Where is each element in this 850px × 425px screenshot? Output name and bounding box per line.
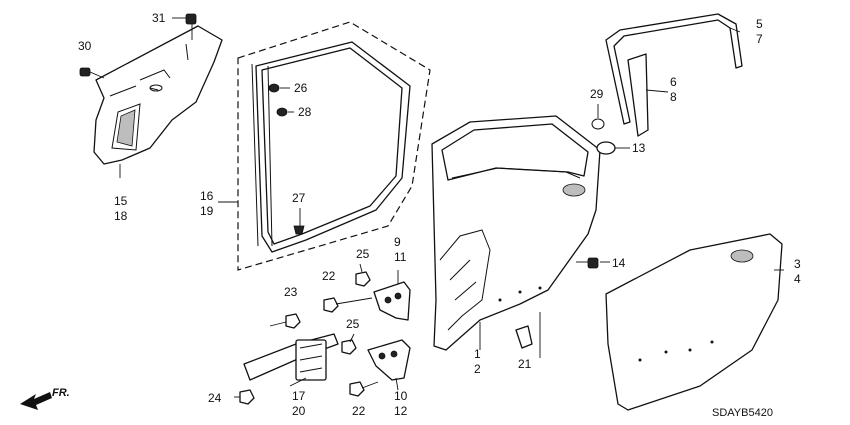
clip-27 bbox=[293, 225, 305, 235]
nut-25-upper bbox=[355, 271, 371, 287]
callout-22-upper: 22 bbox=[322, 269, 336, 283]
rear-door-outer-skin bbox=[605, 233, 783, 411]
callout-31: 31 bbox=[152, 11, 166, 25]
callout-23: 23 bbox=[284, 285, 298, 299]
callout-25-upper: 25 bbox=[356, 247, 370, 261]
direction-arrow-icon bbox=[20, 392, 52, 410]
grommet-13 bbox=[596, 141, 616, 155]
clip-14 bbox=[576, 257, 599, 269]
callout-9: 9 bbox=[394, 235, 401, 249]
callout-12: 12 bbox=[394, 404, 408, 418]
callout-13: 13 bbox=[632, 141, 646, 155]
door-weatherstrip bbox=[251, 41, 411, 253]
callout-6: 6 bbox=[670, 75, 677, 89]
callout-28: 28 bbox=[298, 105, 312, 119]
nut-25-lower bbox=[341, 339, 357, 355]
callout-22-lower: 22 bbox=[352, 404, 366, 418]
callout-15: 15 bbox=[114, 194, 128, 208]
leader-lines bbox=[119, 27, 784, 398]
callout-26: 26 bbox=[294, 81, 308, 95]
callout-7: 7 bbox=[756, 32, 763, 46]
front-direction-indicator: FR. bbox=[20, 387, 70, 410]
door-checker bbox=[243, 333, 339, 381]
door-inner-sheet bbox=[93, 25, 223, 165]
nut-24 bbox=[239, 389, 255, 405]
callout-29: 29 bbox=[590, 87, 604, 101]
rear-door-shell bbox=[431, 115, 601, 351]
callout-5: 5 bbox=[756, 17, 763, 31]
callout-14: 14 bbox=[612, 256, 626, 270]
callout-18: 18 bbox=[114, 209, 128, 223]
plug-21 bbox=[515, 325, 533, 349]
direction-label: FR. bbox=[52, 387, 70, 399]
clip-30 bbox=[79, 67, 105, 79]
callout-8: 8 bbox=[670, 90, 677, 104]
window-sash-molding bbox=[605, 13, 743, 125]
clip-28 bbox=[276, 107, 288, 117]
callout-30: 30 bbox=[78, 39, 92, 53]
upper-hinge bbox=[373, 281, 411, 321]
clip-31 bbox=[172, 13, 197, 40]
bolt-22-lower bbox=[349, 381, 379, 397]
lower-hinge bbox=[367, 339, 411, 381]
callout-16: 16 bbox=[200, 189, 214, 203]
clip-26 bbox=[268, 83, 280, 93]
callout-27: 27 bbox=[292, 191, 306, 205]
bolt-23 bbox=[269, 313, 301, 329]
weatherstrip-group-box bbox=[237, 21, 431, 271]
bolt-22-upper bbox=[323, 297, 373, 313]
callout-17: 17 bbox=[292, 389, 306, 403]
callout-24: 24 bbox=[208, 391, 222, 405]
callout-10: 10 bbox=[394, 389, 408, 403]
callout-19: 19 bbox=[200, 204, 214, 218]
callout-3: 3 bbox=[794, 257, 801, 271]
callout-20: 20 bbox=[292, 404, 306, 418]
callout-1: 1 bbox=[474, 347, 481, 361]
seal-29 bbox=[591, 118, 605, 130]
callout-labels: 1 2 3 4 5 6 7 8 9 10 11 12 13 14 15 16 1… bbox=[78, 11, 801, 418]
callout-25-lower: 25 bbox=[346, 317, 360, 331]
callout-11: 11 bbox=[394, 250, 407, 264]
callout-2: 2 bbox=[474, 362, 481, 376]
callout-4: 4 bbox=[794, 272, 801, 286]
diagram-code: SDAYB5420 bbox=[712, 407, 773, 419]
callout-21: 21 bbox=[518, 357, 532, 371]
window-garnish bbox=[627, 53, 649, 137]
